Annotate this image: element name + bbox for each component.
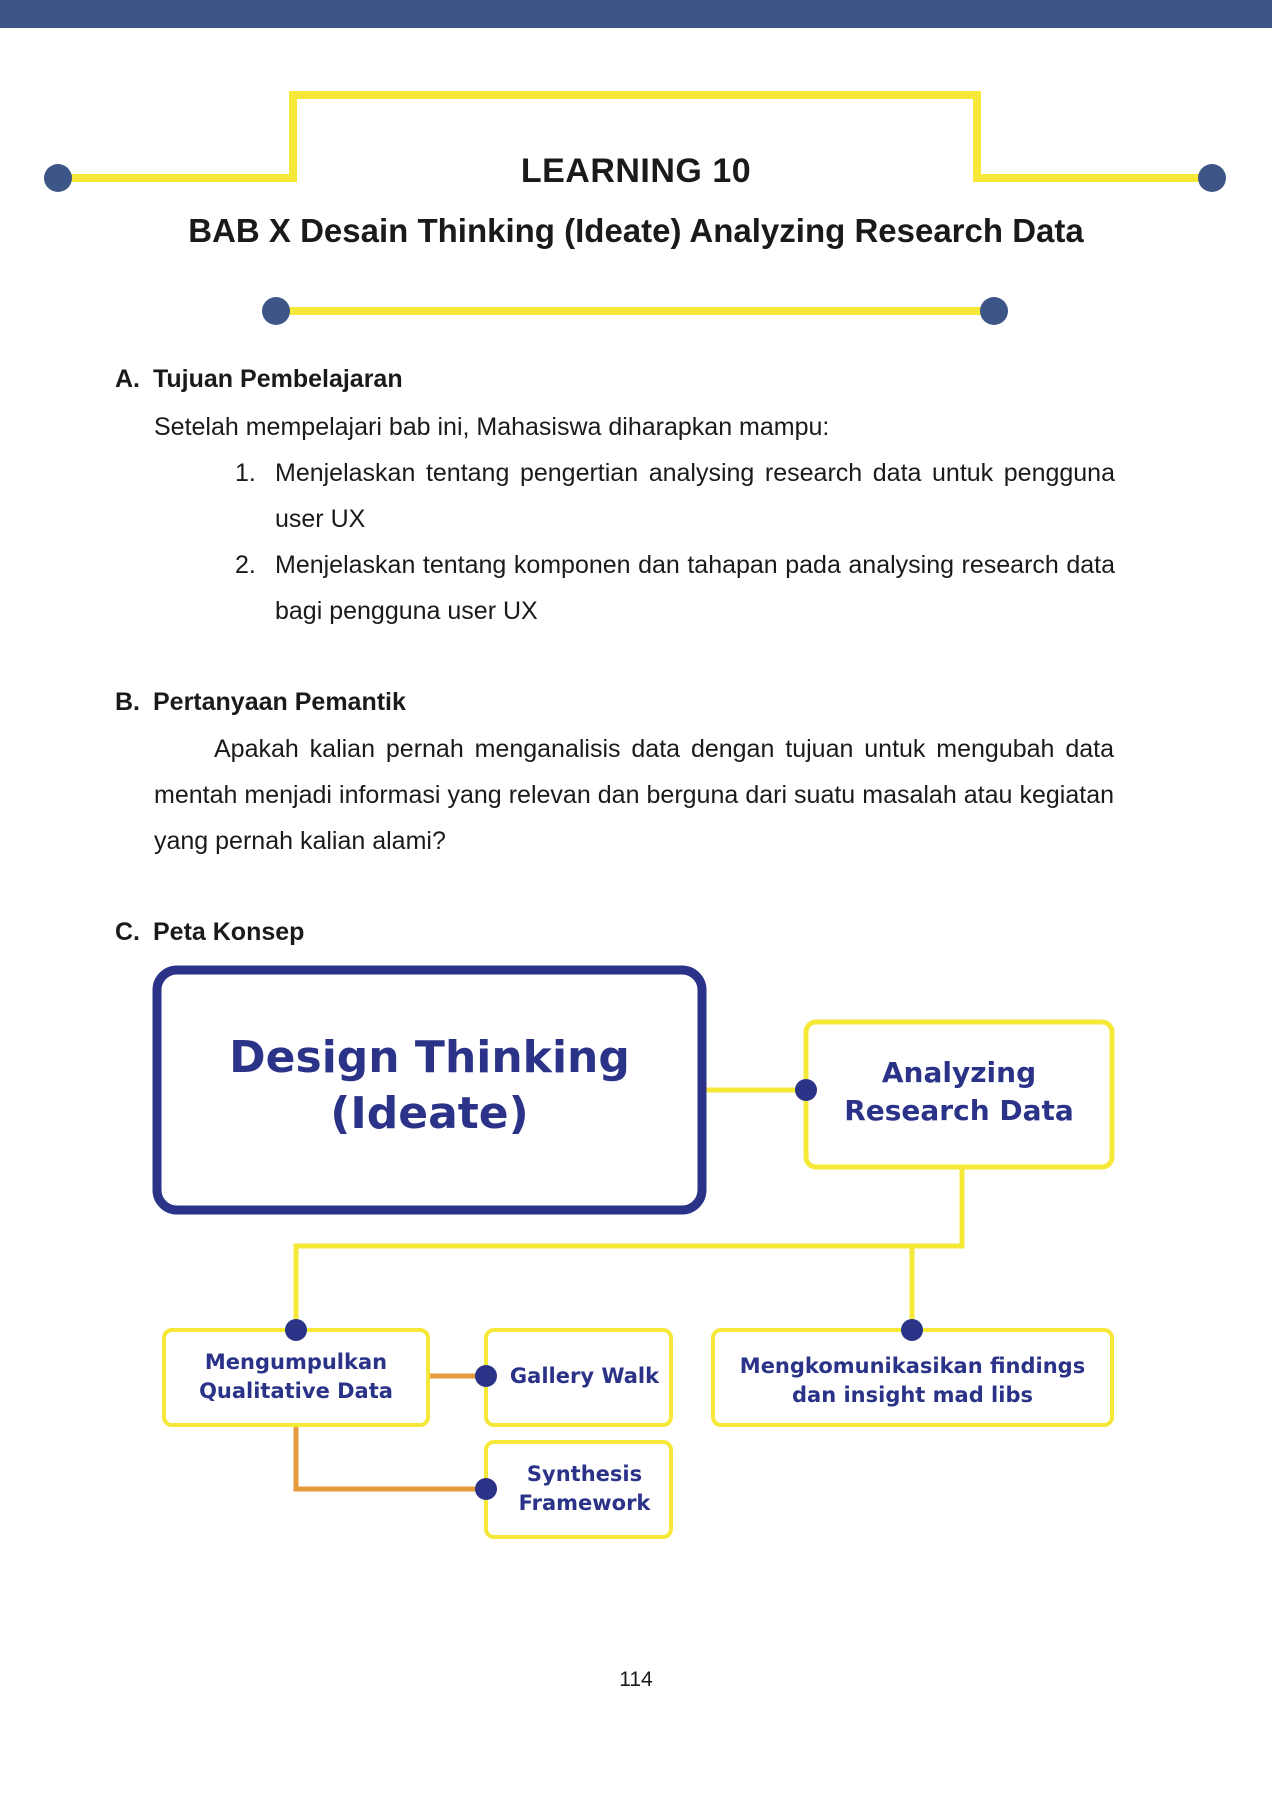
dot-synthesis xyxy=(475,1478,497,1500)
section-a-title: Tujuan Pembelajaran xyxy=(153,365,403,393)
frame-dot-left xyxy=(44,164,72,192)
section-b-letter: B. xyxy=(115,688,140,716)
section-a-intro: Setelah mempelajari bab ini, Mahasiswa d… xyxy=(154,413,830,441)
design-thinking-label: Design Thinking (Ideate) xyxy=(157,1030,702,1142)
top-header-bar xyxy=(0,0,1272,28)
objective-number: 1. xyxy=(235,459,256,487)
dot-collect xyxy=(285,1319,307,1341)
section-c-heading: C. Peta Konsep xyxy=(115,918,304,947)
title-frame-line xyxy=(58,91,1212,182)
analyzing-label: Analyzing Research Data xyxy=(806,1054,1112,1130)
section-b-heading: B. Pertanyaan Pemantik xyxy=(115,688,406,717)
synthesis-line2: Framework xyxy=(518,1491,651,1515)
section-c-letter: C. xyxy=(115,918,140,946)
page-number: 114 xyxy=(619,1668,653,1691)
connector-collect-to-synthesis xyxy=(293,1425,486,1492)
analyzing-line2: Research Data xyxy=(844,1094,1074,1127)
underline-dot-right xyxy=(980,297,1008,325)
objective-item-1: 1. Menjelaskan tentang pengertian analys… xyxy=(235,450,1115,542)
underline-dot-left xyxy=(262,297,290,325)
connector-analyzing-to-collect xyxy=(293,1167,965,1330)
design-thinking-line2: (Ideate) xyxy=(330,1088,529,1139)
objective-text: Menjelaskan tentang komponen dan tahapan… xyxy=(275,551,1115,625)
objective-text: Menjelaskan tentang pengertian analysing… xyxy=(275,459,1115,533)
design-thinking-box xyxy=(152,965,707,1215)
design-thinking-line1: Design Thinking xyxy=(229,1032,630,1083)
gallery-walk-label: Gallery Walk xyxy=(509,1364,660,1388)
communicate-label: Mengkomunikasikan findings dan insight m… xyxy=(713,1352,1112,1410)
synthesis-label: Synthesis Framework xyxy=(498,1460,671,1518)
chapter-title: BAB X Desain Thinking (Ideate) Analyzing… xyxy=(188,212,1084,249)
section-a-letter: A. xyxy=(115,365,140,393)
collect-data-line1: Mengumpulkan xyxy=(204,1350,388,1374)
section-b-paragraph: Apakah kalian pernah menganalisis data d… xyxy=(154,735,1114,855)
collect-data-line2: Qualitative Data xyxy=(199,1379,393,1403)
chapter-number: LEARNING 10 xyxy=(520,152,752,190)
synthesis-line1: Synthesis xyxy=(526,1462,643,1486)
communicate-line1: Mengkomunikasikan findings xyxy=(739,1354,1086,1378)
dot-gallery xyxy=(475,1365,497,1387)
section-a-heading: A. Tujuan Pembelajaran xyxy=(115,365,403,394)
objective-item-2: 2. Menjelaskan tentang komponen dan taha… xyxy=(235,542,1115,634)
section-b-title: Pertanyaan Pemantik xyxy=(153,688,406,716)
analyzing-line1: Analyzing xyxy=(881,1056,1037,1089)
dot-communicate xyxy=(901,1319,923,1341)
communicate-line2: dan insight mad libs xyxy=(792,1383,1033,1407)
collect-data-label: Mengumpulkan Qualitative Data xyxy=(164,1348,428,1406)
frame-dot-right xyxy=(1198,164,1226,192)
dot-analyzing xyxy=(795,1079,817,1101)
objective-number: 2. xyxy=(235,551,256,579)
section-c-title: Peta Konsep xyxy=(153,918,305,946)
title-decoration xyxy=(44,91,1226,325)
